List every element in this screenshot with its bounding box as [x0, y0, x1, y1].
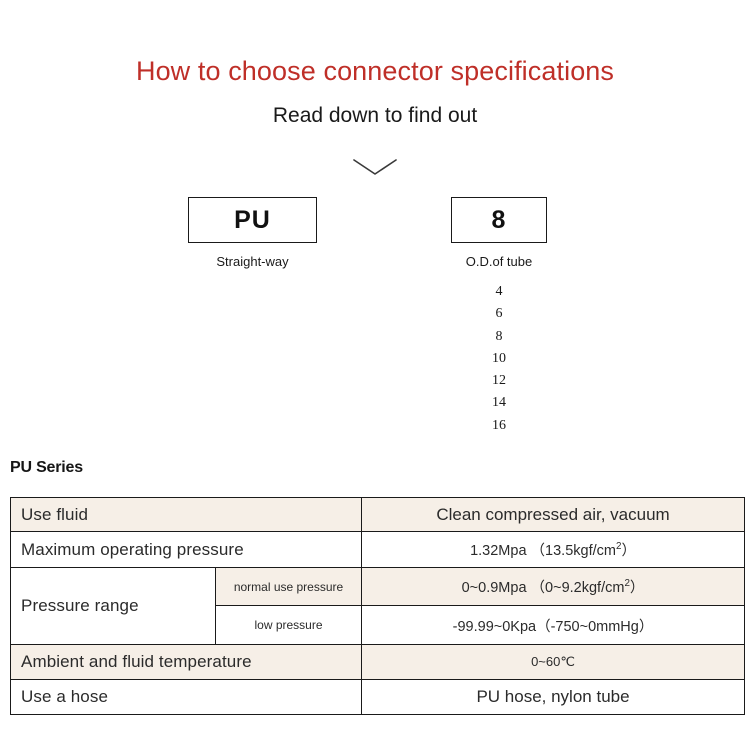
- list-item: 10: [492, 350, 506, 366]
- value-secondary: 0~9.2kgf/cm: [545, 580, 625, 596]
- table-row: Use a hose PU hose, nylon tube: [9, 679, 746, 715]
- row-value: -99.99~0Kpa（-750~0mmHg）: [361, 605, 746, 645]
- row-label: Pressure range: [10, 567, 216, 645]
- value-primary: 1.32Mpa: [470, 543, 527, 559]
- row-value: 1.32Mpa （13.5kgf/cm2）: [361, 531, 746, 568]
- row-value: Clean compressed air, vacuum: [361, 497, 746, 532]
- row-label: Maximum operating pressure: [9, 531, 363, 568]
- list-item: 8: [495, 328, 503, 344]
- row-value: 0~0.9Mpa （0~9.2kgf/cm2）: [361, 567, 746, 606]
- tube-size-list: 4 6 8 10 12 14 16: [451, 281, 547, 437]
- specification-table: Use fluid Clean compressed air, vacuum M…: [9, 497, 746, 715]
- row-value: 0~60℃: [361, 644, 746, 680]
- row-value: PU hose, nylon tube: [361, 679, 746, 715]
- code-box-tube-size: 8: [451, 197, 547, 243]
- row-sublabel: low pressure: [214, 605, 363, 645]
- list-item: 6: [495, 306, 503, 322]
- code-box-series-caption: Straight-way: [216, 254, 289, 269]
- table-row: Use fluid Clean compressed air, vacuum: [9, 497, 746, 532]
- code-box-series: PU: [188, 197, 317, 243]
- value-primary: 0~0.9Mpa: [461, 580, 527, 596]
- table-row: Pressure range normal use pressure 0~0.9…: [10, 567, 746, 645]
- table-row: low pressure -99.99~0Kpa（-750~0mmHg）: [11, 605, 746, 645]
- chevron-down-icon: [353, 159, 397, 175]
- list-item: 14: [492, 395, 506, 411]
- row-label: Use a hose: [9, 679, 363, 715]
- list-item: 4: [495, 284, 503, 299]
- code-box-tube-size-caption: O.D.of tube: [465, 254, 533, 269]
- row-label: Ambient and fluid temperature: [9, 644, 363, 680]
- list-item: 12: [492, 373, 506, 389]
- row-sublabel: normal use pressure: [214, 567, 363, 606]
- page-subtitle: Read down to find out: [272, 104, 478, 127]
- row-label: Use fluid: [9, 497, 363, 532]
- value-superscript: 2: [615, 541, 622, 553]
- page-title: How to choose connector specifications: [135, 56, 615, 86]
- value-superscript: 2: [624, 578, 630, 590]
- section-heading: PU Series: [10, 459, 83, 476]
- value-secondary: 13.5kgf/cm: [545, 543, 616, 559]
- list-item: 16: [492, 417, 506, 433]
- table-row: Maximum operating pressure 1.32Mpa （13.5…: [9, 531, 746, 568]
- table-row: Ambient and fluid temperature 0~60℃: [9, 644, 746, 680]
